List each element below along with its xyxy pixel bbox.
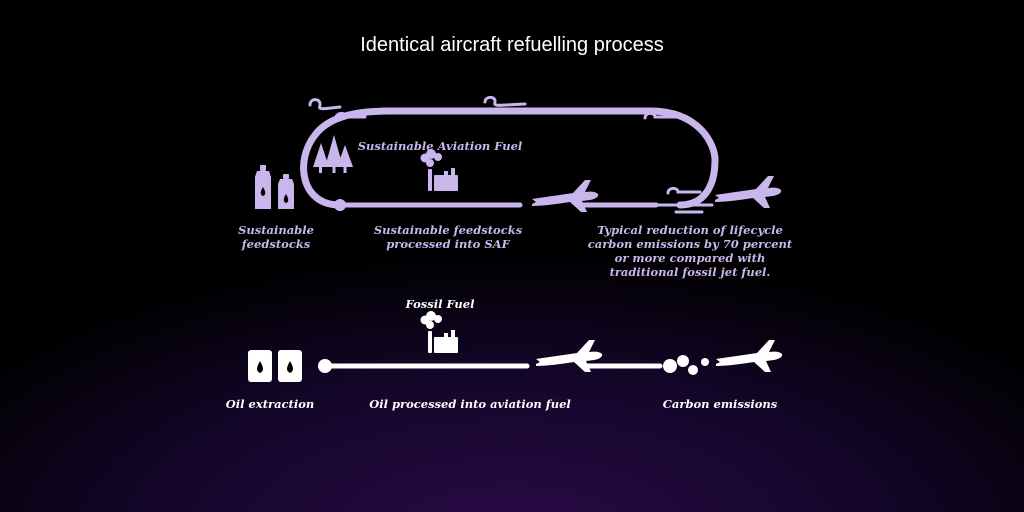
airplane-icon xyxy=(715,176,782,208)
saf-stage3-label: Typical reduction of lifecycle carbon em… xyxy=(587,223,793,279)
fossil-stage3-label: Carbon emissions xyxy=(662,397,778,411)
airplane-icon xyxy=(716,340,783,372)
refinery-icon xyxy=(420,149,458,191)
wind-swirl-icon xyxy=(308,95,682,120)
saf-stage2-label: Sustainable feedstocks processed into SA… xyxy=(373,223,523,251)
fossil-pathway xyxy=(248,311,783,382)
fossil-start-node xyxy=(318,359,332,373)
bottles-icon xyxy=(255,165,294,209)
saf-stage1-label: Sustainable feedstocks xyxy=(238,223,314,251)
saf-heading: Sustainable Aviation Fuel xyxy=(357,139,523,153)
oil-barrels-icon xyxy=(248,350,302,382)
fossil-stage1-label: Oil extraction xyxy=(225,397,315,411)
fossil-heading: Fossil Fuel xyxy=(405,297,475,311)
diagram-title: Identical aircraft refuelling process xyxy=(360,34,664,56)
fossil-stage2-label: Oil processed into aviation fuel xyxy=(369,397,571,411)
saf-start-node xyxy=(334,199,346,211)
refinery-icon xyxy=(420,311,458,353)
smoke-icon xyxy=(663,355,709,375)
saf-pathway xyxy=(255,95,782,214)
wind-icon xyxy=(654,186,714,214)
saf-loop-track xyxy=(300,107,719,209)
trees-icon xyxy=(313,135,353,173)
